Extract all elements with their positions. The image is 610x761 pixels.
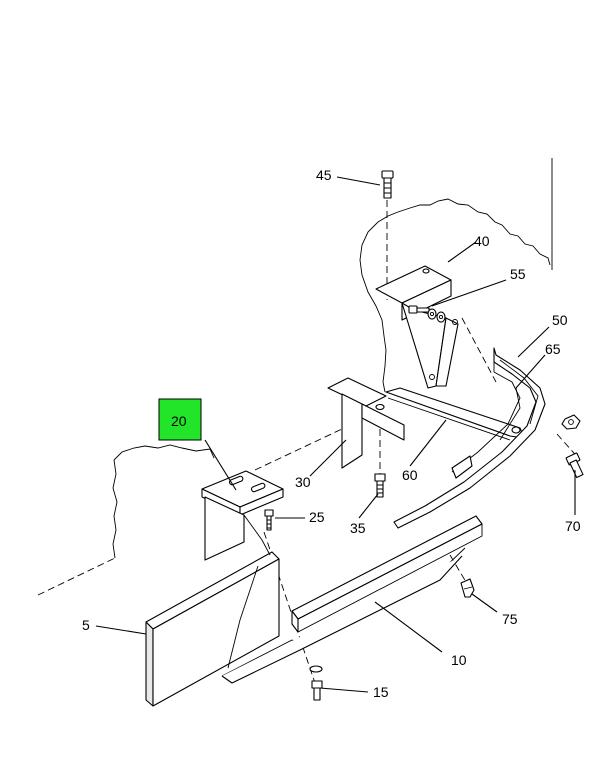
frame-breakaway-outline	[112, 444, 215, 559]
callout-25: 25	[309, 509, 325, 525]
highlight-box-20	[158, 398, 202, 441]
callout-45: 45	[316, 167, 332, 183]
cab-breakaway-outline	[359, 158, 553, 393]
callout-10: 10	[451, 652, 467, 668]
bolt-15	[309, 665, 323, 701]
assembly-lines	[37, 200, 581, 693]
callout-60: 60	[402, 467, 418, 483]
bolt-35	[374, 403, 386, 498]
leader-lines	[95, 176, 576, 693]
bolt-25	[264, 509, 274, 531]
mud-flap	[145, 551, 280, 707]
callout-65: 65	[545, 341, 561, 357]
callout-70: 70	[565, 518, 581, 534]
fender-curved-brackets	[393, 347, 546, 529]
splash-shield-rail	[221, 515, 483, 684]
callout-30: 30	[295, 474, 311, 490]
callout-15: 15	[373, 684, 389, 700]
callout-labels: 45 40 55 50 65 20 30 60 25 35 70 75 5 10…	[82, 167, 581, 700]
bolt-45	[381, 170, 394, 199]
callout-55: 55	[510, 266, 526, 282]
callout-40: 40	[474, 233, 490, 249]
support-strap	[385, 387, 525, 441]
bracket-slotted	[201, 470, 284, 561]
angle-bracket	[327, 377, 405, 469]
bolt-70	[561, 414, 584, 479]
callout-35: 35	[350, 520, 366, 536]
bolt-55	[408, 305, 446, 323]
fastener-75	[460, 578, 475, 598]
mounting-bracket	[375, 265, 459, 389]
callout-20: 20	[171, 413, 187, 429]
callout-50: 50	[552, 312, 568, 328]
callout-5: 5	[82, 617, 90, 633]
callout-75: 75	[502, 611, 518, 627]
